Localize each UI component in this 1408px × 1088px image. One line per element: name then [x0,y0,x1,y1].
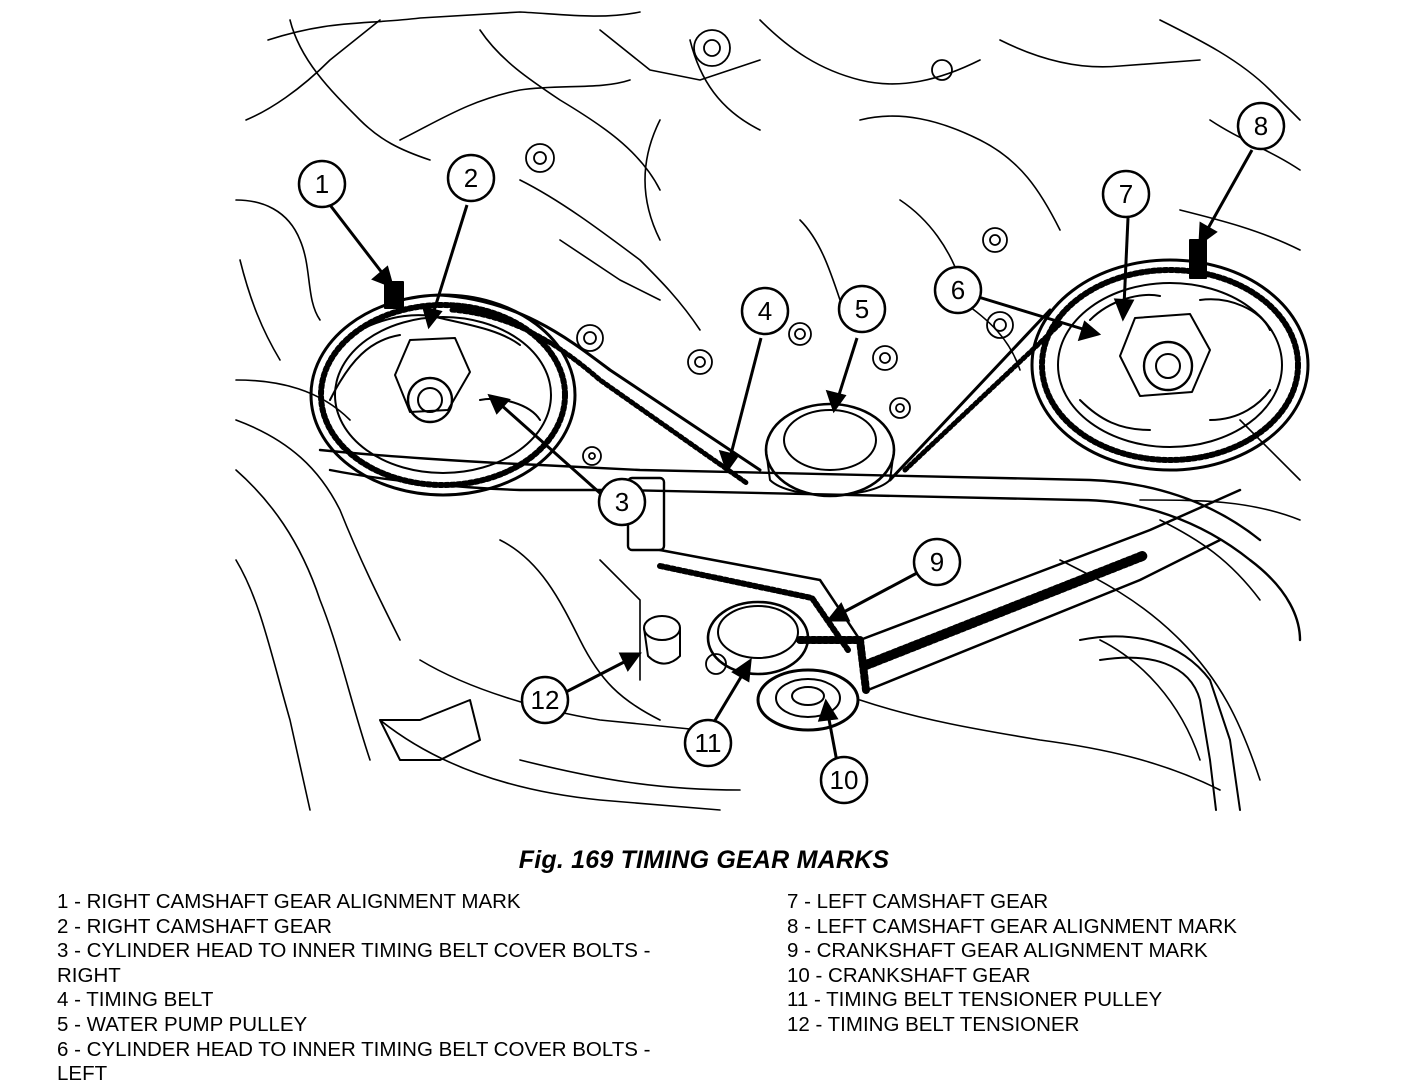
callout-2: 2 [446,153,496,203]
legend-item-8: 8 - LEFT CAMSHAFT GEAR ALIGNMENT MARK [787,914,1237,938]
right-camshaft-alignment-mark [384,281,404,309]
callout-7: 7 [1101,169,1151,219]
legend-left-column: 1 - RIGHT CAMSHAFT GEAR ALIGNMENT MARK 2… [57,890,737,1087]
legend-item-10: 10 - CRANKSHAFT GEAR [787,963,1031,987]
callout-5: 5 [837,284,887,334]
callout-11: 11 [683,718,733,768]
timing-belt [438,293,1242,692]
legend-item-2: 2 - RIGHT CAMSHAFT GEAR [57,914,332,938]
svg-text:4: 4 [758,296,772,326]
svg-text:6: 6 [951,275,965,305]
legend-item-4: 4 - TIMING BELT [57,988,214,1012]
legend-right-column: 7 - LEFT CAMSHAFT GEAR 8 - LEFT CAMSHAFT… [787,890,1387,1038]
lower-cover [379,635,1241,811]
svg-text:3: 3 [615,487,629,517]
callout-8: 8 [1236,101,1286,151]
callout-12: 12 [520,675,570,725]
left-camshaft-alignment-mark [1189,239,1207,279]
legend-item-9: 9 - CRANKSHAFT GEAR ALIGNMENT MARK [787,939,1208,963]
svg-text:11: 11 [695,728,722,758]
engine-background-lines [235,11,1301,811]
figure-caption: Fig. 169 TIMING GEAR MARKS [518,846,890,874]
svg-text:12: 12 [531,685,560,715]
legend-item-6: 6 - CYLINDER HEAD TO INNER TIMING BELT C… [57,1037,651,1086]
legend-item-1: 1 - RIGHT CAMSHAFT GEAR ALIGNMENT MARK [57,890,521,913]
svg-text:1: 1 [315,169,329,199]
water-pump-pulley [764,402,896,498]
callout-markers: 1 2 3 4 5 6 7 8 9 10 11 12 [297,101,1286,805]
timing-belt-tensioner [643,615,681,665]
svg-text:7: 7 [1119,179,1133,209]
legend-item-3: 3 - CYLINDER HEAD TO INNER TIMING BELT C… [57,939,651,987]
svg-text:9: 9 [930,547,944,577]
legend-item-12: 12 - TIMING BELT TENSIONER [787,1012,1080,1036]
callout-4: 4 [740,286,790,336]
svg-text:10: 10 [830,765,859,795]
timing-gear-diagram: 1 2 3 4 5 6 7 8 9 10 11 12 [235,11,1310,811]
background-bolts [525,29,1014,675]
crankshaft-gear [756,636,870,732]
callout-arrows [328,149,1254,763]
svg-text:8: 8 [1254,111,1268,141]
legend-item-7: 7 - LEFT CAMSHAFT GEAR [787,890,1049,913]
callout-3: 3 [597,477,647,527]
legend-item-11: 11 - TIMING BELT TENSIONER PULLEY [787,988,1163,1012]
callout-6: 6 [933,265,983,315]
legend-item-5: 5 - WATER PUMP PULLEY [57,1012,308,1036]
callout-9: 9 [912,537,962,587]
svg-text:5: 5 [855,294,869,324]
timing-belt-tensioner-pulley [706,600,810,676]
svg-text:2: 2 [464,163,478,193]
callout-10: 10 [819,755,869,805]
callout-1: 1 [297,159,347,209]
left-camshaft-gear [1030,258,1310,472]
belt-cover-tube [318,448,1302,642]
